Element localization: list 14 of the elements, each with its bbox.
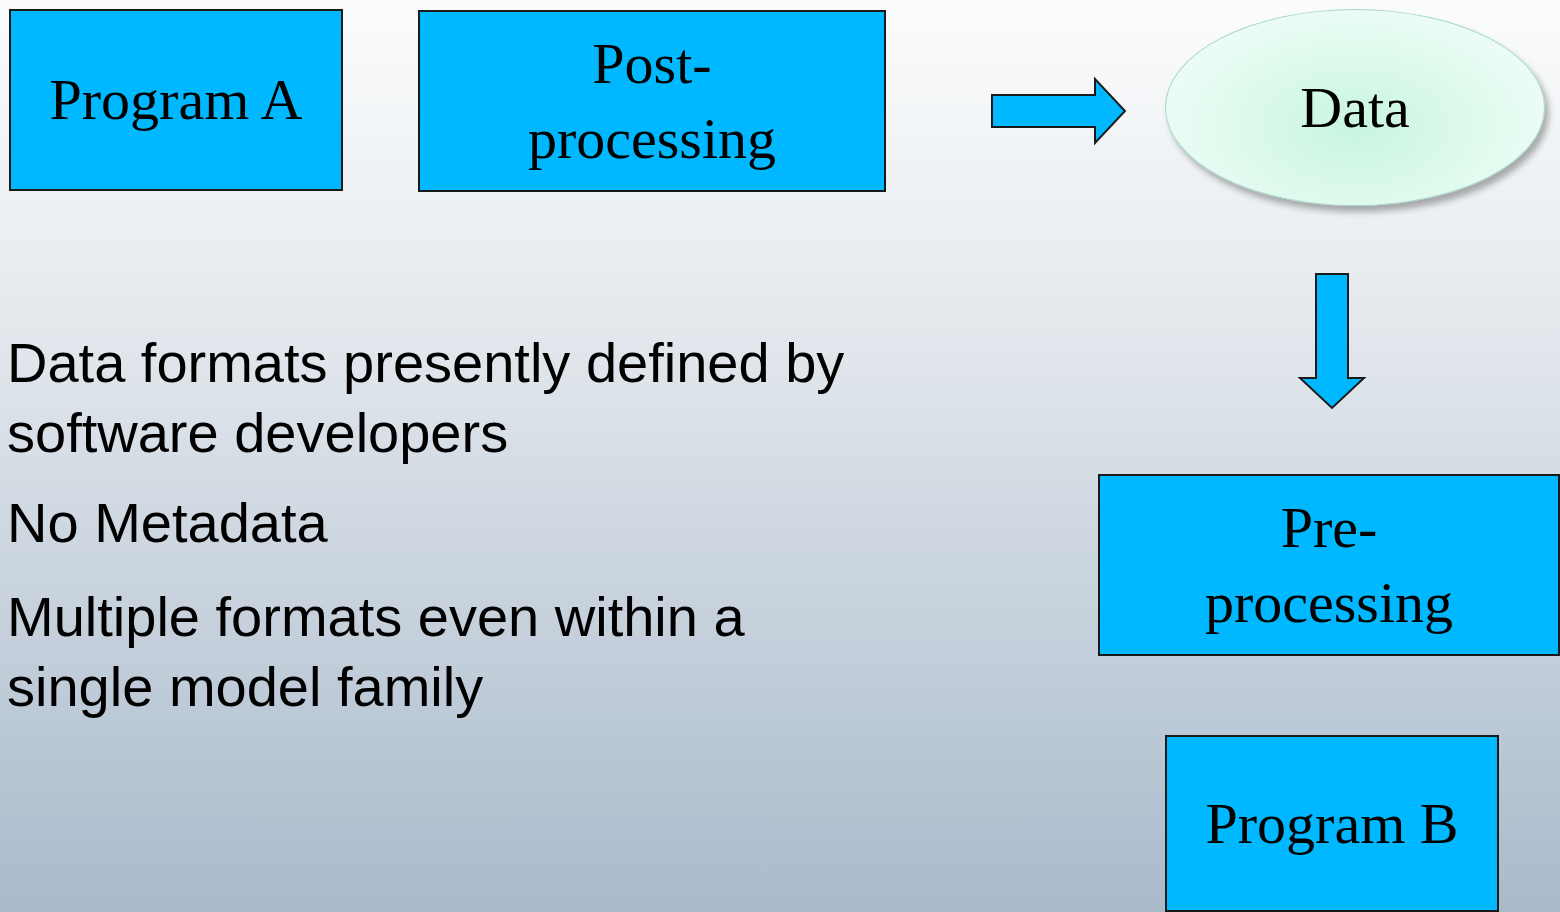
node-label: Pre- processing	[1203, 493, 1455, 637]
node-label: Post- processing	[526, 29, 778, 173]
block-arrow	[991, 76, 1127, 146]
node-label: Program B	[1205, 789, 1459, 858]
process-box	[1098, 474, 1560, 656]
node-label: Program A	[49, 66, 303, 135]
process-box	[1165, 735, 1499, 912]
node-label: Data	[1300, 73, 1410, 142]
bullet-text: Multiple formats even within a single model family	[7, 584, 746, 720]
block-arrow	[1297, 273, 1367, 410]
bullet-text: Data formats presently defined by software developers	[7, 330, 846, 466]
bullet-text: No Metadata	[7, 490, 329, 556]
process-box	[418, 10, 886, 192]
process-box	[9, 9, 343, 191]
